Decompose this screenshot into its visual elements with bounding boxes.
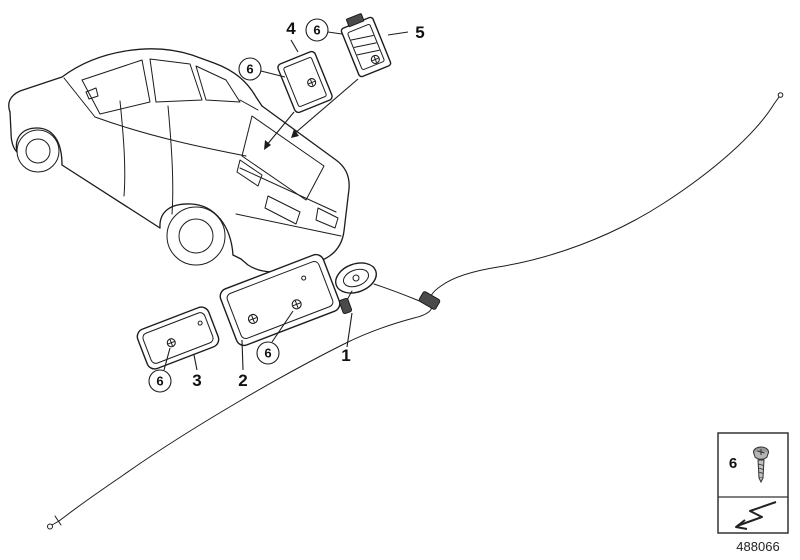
part-2-number-label[interactable]: 2 — [238, 371, 247, 390]
car-outline — [8, 48, 350, 273]
svg-text:6[interactable]: 6 — [246, 62, 253, 77]
svg-text:6[interactable]: 6 — [313, 23, 320, 38]
fastener-callout-part2[interactable]: 6 — [256, 310, 294, 365]
part-4-number-label[interactable]: 4 — [286, 19, 296, 38]
part-4-antenna-module — [277, 50, 333, 114]
mounting-location-arrows — [264, 78, 359, 150]
part-1-leader-line — [346, 312, 353, 348]
part-1-number-label[interactable]: 1 — [341, 346, 350, 365]
fastener-callout-part3[interactable]: 6 — [148, 347, 172, 393]
cable-end-connector-bottom — [47, 515, 62, 530]
screw-icon — [753, 446, 769, 484]
legend-box: 6 — [717, 432, 789, 534]
cable-end-connector-top — [773, 92, 784, 105]
antenna-cable — [47, 92, 784, 530]
part-4-leader-line — [290, 39, 299, 53]
part-1-antenna-coupler — [334, 262, 423, 315]
part-3-number-label[interactable]: 3 — [192, 371, 201, 390]
fastener-callout-part5[interactable]: 6 — [305, 18, 343, 42]
fastener-callout-part4[interactable]: 6 — [238, 57, 286, 81]
part-3-leader-line — [193, 354, 198, 371]
part-3-antenna-amplifier — [136, 306, 220, 370]
legend-fastener-number[interactable]: 6 — [729, 455, 737, 472]
svg-text:6[interactable]: 6 — [264, 346, 271, 361]
continuation-arrow-icon — [735, 501, 777, 530]
part-5-number-label[interactable]: 5 — [415, 23, 424, 42]
part-2-leader-line — [241, 339, 244, 371]
diagram-doc-number: 488066 — [736, 539, 779, 554]
part-2-antenna-amplifier — [219, 253, 341, 347]
svg-text:6[interactable]: 6 — [156, 374, 163, 389]
part-5-antenna-amplifier — [340, 13, 392, 78]
part-1-plug — [338, 297, 353, 315]
part-5-leader-line — [387, 31, 409, 36]
cable-inline-connector — [418, 291, 441, 310]
